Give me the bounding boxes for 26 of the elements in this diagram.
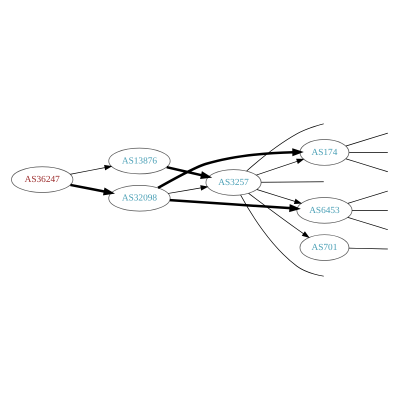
connector bbox=[246, 123, 324, 172]
arrow bbox=[170, 198, 301, 212]
arrow bbox=[166, 166, 212, 180]
connector bbox=[346, 158, 388, 172]
node-ellipse: AS36247 bbox=[11, 166, 74, 193]
connector bbox=[352, 210, 388, 211]
connector bbox=[348, 152, 388, 153]
node-ellipse: AS32098 bbox=[108, 184, 171, 212]
node-ellipse: AS6453 bbox=[296, 197, 352, 224]
connector bbox=[346, 132, 388, 146]
node-ellipse: AS174 bbox=[300, 139, 350, 166]
arrow bbox=[168, 185, 208, 194]
arrow bbox=[157, 148, 304, 189]
connector bbox=[347, 190, 388, 204]
connector bbox=[240, 194, 324, 277]
node-ellipse: AS701 bbox=[300, 234, 350, 261]
connector bbox=[348, 248, 388, 250]
arrow bbox=[70, 184, 115, 196]
arrow bbox=[256, 189, 302, 204]
arrow bbox=[248, 192, 310, 238]
arrow bbox=[70, 164, 112, 175]
connector bbox=[261, 181, 324, 183]
node-ellipse: AS3257 bbox=[206, 169, 262, 196]
arrow bbox=[256, 158, 304, 176]
connector bbox=[347, 217, 388, 230]
node-ellipse: AS13876 bbox=[108, 148, 171, 174]
